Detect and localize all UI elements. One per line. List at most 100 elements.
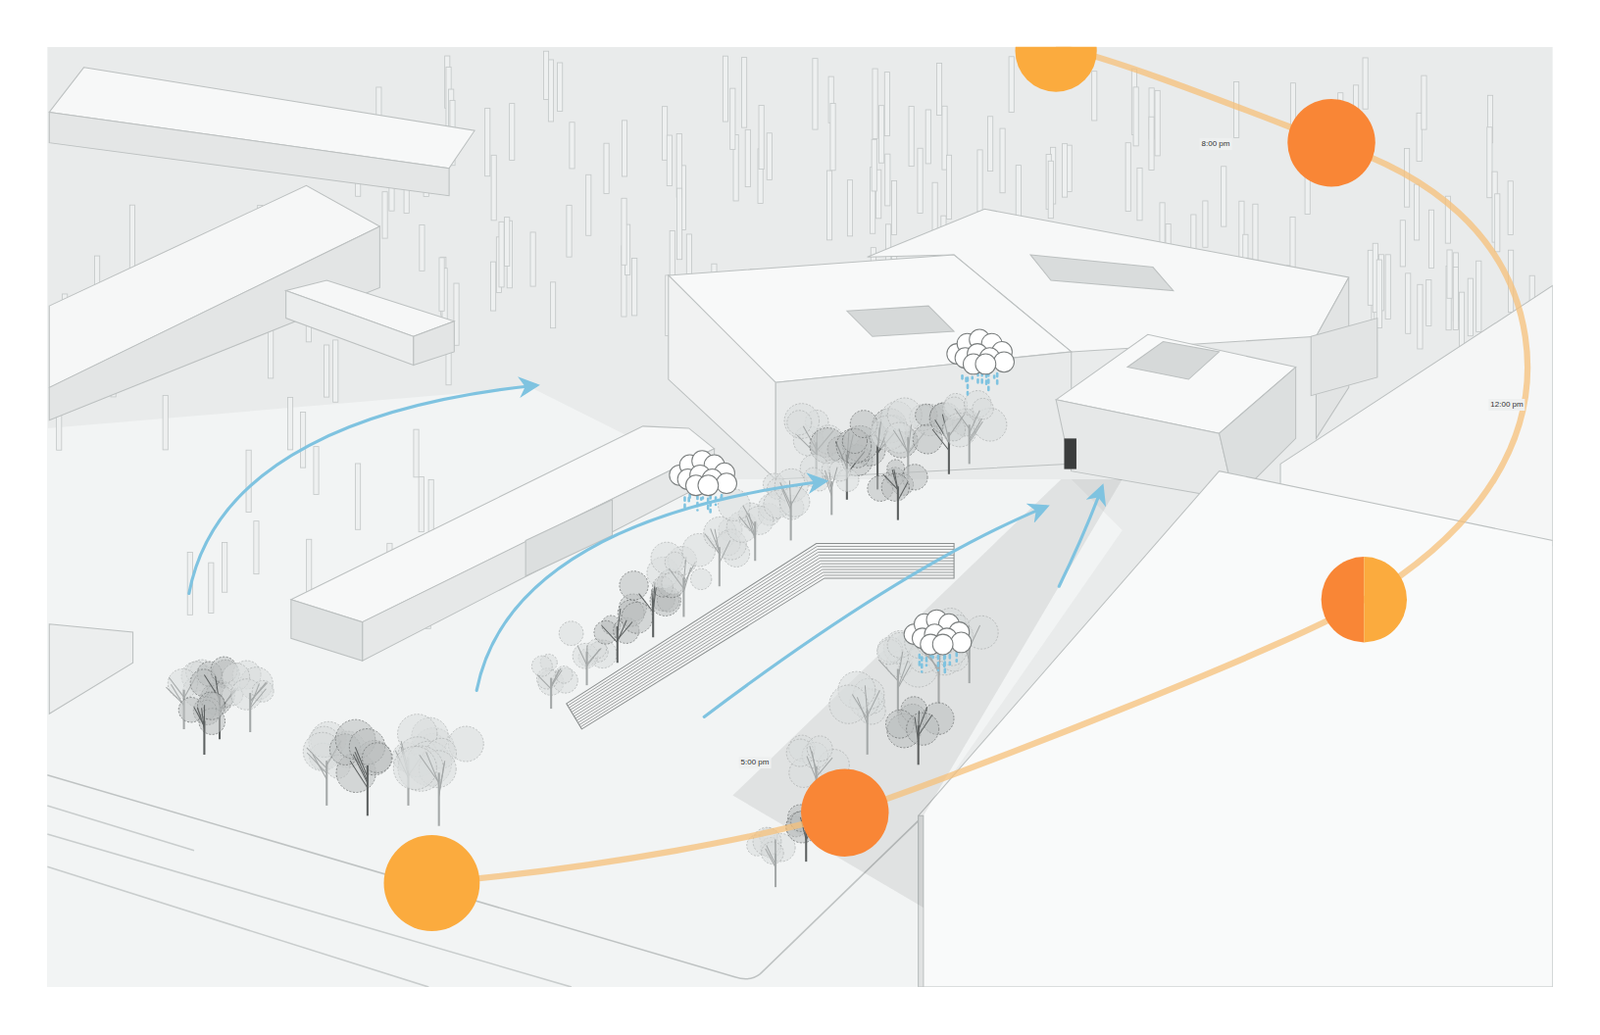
rain-clouds [918, 654, 922, 668]
buildings [413, 321, 455, 366]
trees [639, 594, 654, 613]
site-illustration [47, 47, 1553, 988]
road-lines [47, 834, 572, 988]
trees [917, 710, 920, 736]
buildings [525, 500, 612, 577]
sun-path [384, 835, 481, 932]
rain-clouds [980, 372, 984, 386]
tree-poles [826, 170, 832, 241]
tree-poles [1385, 254, 1391, 320]
trees [809, 746, 817, 771]
rain-clouds [698, 475, 719, 497]
rain-clouds [954, 652, 958, 662]
trees [775, 840, 777, 862]
trees [781, 487, 792, 510]
trees [831, 467, 838, 489]
trees [537, 675, 551, 690]
trees [943, 391, 1007, 465]
stair-seating [575, 563, 954, 719]
tree-poles [129, 204, 135, 274]
rain-clouds [976, 372, 980, 387]
trees [251, 680, 274, 702]
trees [531, 653, 578, 709]
trees [784, 403, 820, 440]
trees [829, 671, 886, 755]
wind-arrows [189, 385, 1102, 717]
trees [829, 685, 868, 724]
buildings [49, 111, 450, 196]
trees [898, 663, 912, 690]
tree-poles [1048, 160, 1053, 218]
tree-poles [1495, 194, 1500, 252]
tree-poles [354, 463, 360, 530]
tree-poles [1417, 284, 1423, 350]
tree-poles [621, 120, 627, 177]
tree-poles [1137, 167, 1143, 220]
tree-poles [569, 122, 575, 169]
trees [366, 765, 369, 816]
sun-path [431, 47, 1528, 884]
trees [616, 626, 619, 663]
rain-clouds [966, 377, 970, 395]
tree-poles [666, 135, 672, 187]
trees [531, 655, 552, 677]
tree-poles [936, 62, 942, 115]
trees [306, 748, 327, 769]
tree-poles [1507, 181, 1513, 236]
tree-poles [891, 180, 897, 235]
trees [765, 849, 776, 868]
tree-poles [745, 129, 750, 187]
trees [851, 695, 867, 720]
rain-clouds [714, 498, 718, 505]
trees [619, 571, 649, 600]
tree-poles [548, 59, 553, 122]
tree-poles [872, 68, 878, 140]
trees [774, 839, 776, 861]
rain-clouds [669, 329, 1015, 677]
tree-poles [1487, 127, 1493, 199]
trees [197, 692, 225, 720]
tree-poles [988, 116, 994, 172]
rain-clouds [700, 498, 703, 500]
trees [664, 551, 685, 572]
trees [867, 459, 928, 521]
tree-poles [1000, 128, 1005, 194]
tree-poles [730, 88, 736, 150]
trees [766, 846, 776, 866]
tree-poles [1133, 87, 1139, 147]
time-label: 12:00 pm [1488, 399, 1525, 411]
tree-poles [1447, 250, 1452, 299]
trees [250, 689, 266, 709]
trees [969, 421, 984, 443]
tree-poles [1405, 273, 1411, 334]
tree-poles [162, 396, 168, 450]
tree-poles [306, 539, 312, 598]
rain-clouds [696, 496, 700, 511]
rain-clouds [993, 375, 997, 378]
time-label: 5:00 pm [739, 756, 772, 769]
wind-arrows [476, 481, 825, 691]
tree-poles [222, 543, 228, 594]
tree-poles [766, 133, 772, 181]
trees [587, 649, 600, 666]
shadow-band [732, 479, 1122, 908]
tree-poles [741, 57, 747, 129]
buildings [1030, 254, 1174, 291]
rain-clouds [706, 499, 710, 513]
sun-path [1015, 47, 1098, 93]
trees [829, 472, 832, 495]
tree-poles [676, 188, 682, 260]
buildings [847, 305, 954, 337]
tree-poles [1367, 250, 1373, 305]
tree-poles [925, 109, 931, 164]
shadow-band [732, 479, 1122, 908]
trees [661, 572, 685, 596]
sun-path [384, 47, 1529, 932]
trees [938, 651, 941, 679]
trees [550, 678, 552, 709]
trees [617, 620, 627, 643]
rain-clouds [720, 495, 724, 500]
sun-path [1321, 556, 1365, 643]
rain-clouds [996, 373, 1000, 386]
buildings [1127, 342, 1220, 380]
